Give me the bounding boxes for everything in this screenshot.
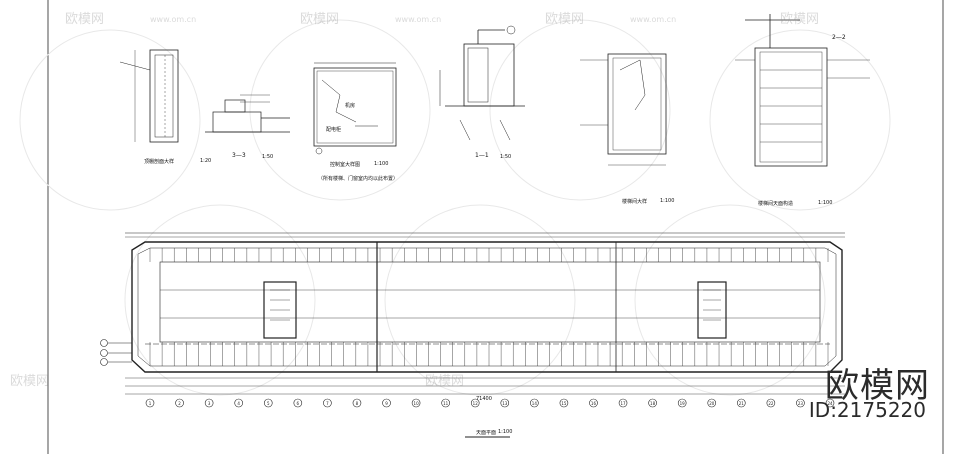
axis-bubble [618,398,628,408]
axis-bubble [796,398,805,408]
detail-room-title: 控制室大样图 [330,162,361,168]
axis-bubble-label: 7 [326,401,329,406]
detail-2-2-title: 2—2 [832,34,846,41]
watermark-faint-4: 欧模网 [780,12,820,27]
axis-bubble-label: 3 [208,401,211,406]
roof-bays-bottom [149,342,829,366]
room-label: 机房 [345,103,356,109]
detail-room-scale: 1:100 [374,161,389,167]
axis-bubble-label: 21 [739,401,745,406]
plan-total-dim: 71400 [476,396,492,402]
axis-bubble [263,398,273,408]
axis-bubble-label: 5 [267,401,270,406]
detail-3-3-scale: 1:50 [262,154,274,160]
axis-bubble-label: 8 [356,401,359,406]
watermark-url-2: www.om.cn [395,15,442,24]
detail-3-3 [205,94,290,133]
equipment-label: 配电柜 [326,127,342,133]
detail-room-note: （所有楼梯、门窗室内均以此布置） [318,176,399,182]
detail-2-2 [735,14,870,167]
axis-bubble-label: 2 [178,401,181,406]
axis-bubble-label: 1 [149,401,152,406]
axis-bubble [559,398,569,408]
axis-bubble-label: 23 [798,401,804,406]
axis-bubble [530,398,539,408]
axis-bubble-label: 17 [620,401,626,406]
axis-bubble-label: 11 [443,401,449,406]
roof-bays-top [149,248,829,262]
detail-ceiling-title: 顶棚剖面大样 [144,159,175,165]
detail-1-1-scale: 1:50 [500,154,512,160]
axis-bubble [766,398,776,408]
axis-bubble-label: 4 [237,401,240,406]
detail-stair-top [580,53,667,166]
axis-bubble [382,398,391,408]
roof-plan [125,232,845,395]
axis-bubble [175,398,184,408]
axis-bubble [204,398,214,408]
watermark-faint-6: 欧模网 [425,374,465,389]
axis-bubble-label: 18 [650,401,656,406]
axis-bubble-label: 15 [561,401,567,406]
axis-bubble-label: 10 [414,401,420,406]
watermark-url-3: www.om.cn [630,15,677,24]
detail-stair-title: 楼梯间大样 [622,199,648,205]
axis-bubble [825,398,835,408]
detail-stair-elev-title: 楼梯间天面构造 [758,201,794,207]
axis-bubble-label: 9 [385,401,388,406]
watermark-brand: 欧模网 [825,366,930,406]
axis-bubble [677,398,687,408]
watermark-url-1: www.om.cn [150,15,197,24]
axis-bubble-label: 13 [502,401,508,406]
axis-bubble [737,398,746,408]
axis-bubble-label: 6 [297,401,300,406]
axis-bubble [234,398,243,408]
left-axis-bubbles [100,339,132,366]
watermark-faint-5: 欧模网 [10,374,50,389]
axis-bubble [411,398,421,408]
axis-bubble [648,398,657,408]
axis-bubble [441,398,450,408]
detail-3-3-title: 3—3 [232,152,246,159]
sheet-frame [47,0,944,454]
axis-bubble [145,398,155,408]
detail-stair-scale: 1:100 [660,198,675,204]
plan-title: 天面平面 [476,430,497,436]
watermark-faint-3: 欧模网 [545,12,585,27]
plan-scale: 1:100 [498,429,513,435]
detail-stair-elev-scale: 1:100 [818,200,833,206]
detail-1-1 [439,25,525,141]
watermark-faint-2: 欧模网 [300,12,340,27]
axis-bubble [352,398,362,408]
detail-1-1-title: 1—1 [475,152,489,159]
detail-ceiling-section [119,49,179,143]
detail-room-plan [313,62,397,155]
axis-bubble-label: 24 [827,401,833,406]
axis-bubble-label: 14 [532,401,538,406]
axis-bubble-label: 22 [768,401,774,406]
axis-bubble-label: 19 [680,401,686,406]
axis-bubble [707,398,717,408]
watermark-id: ID:2175220 [808,398,926,422]
watermark-faint-1: 欧模网 [65,12,105,27]
axis-bubble [323,398,332,408]
detail-ceiling-scale: 1:20 [200,158,212,164]
axis-bubble [470,398,480,408]
watermark-circles [19,19,891,396]
axis-bubble-label: 16 [591,401,597,406]
axis-bubble [500,398,510,408]
axis-bubble [589,398,598,408]
axis-bubble-label: 12 [473,401,479,406]
axis-bubble-label: 20 [709,401,715,406]
axis-bubble [293,398,303,408]
